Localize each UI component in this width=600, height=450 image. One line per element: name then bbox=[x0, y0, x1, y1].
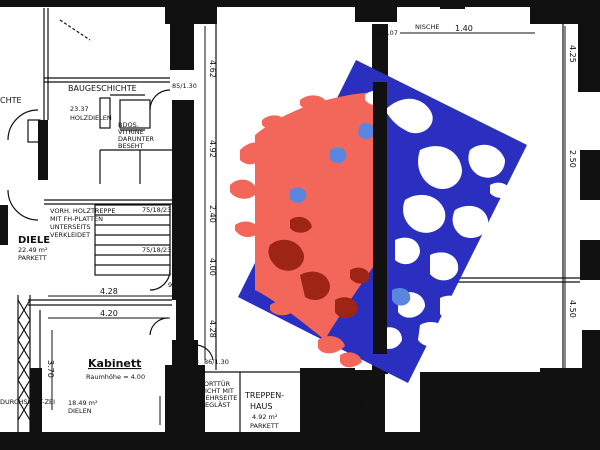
plan-dimension-lines bbox=[48, 26, 566, 425]
room-label-treppenhaus-1: TREPPEN- bbox=[244, 391, 284, 400]
room-label-baugeschichte: BAUGESCHICHTE bbox=[68, 84, 137, 93]
dim-462: 4.62 bbox=[208, 60, 217, 78]
note-stair-2: MIT FH-PLATTEN bbox=[50, 215, 103, 223]
plan-thin-lines bbox=[7, 8, 580, 432]
note-vitrine-3: DARUNTER bbox=[118, 135, 155, 143]
note-vitrine-2: VITRINE bbox=[118, 128, 144, 136]
ornament-blue-filigree bbox=[365, 90, 510, 349]
dim-428-vertical: 4.28 bbox=[208, 320, 217, 338]
room-area-treppenhaus: 4.92 m² bbox=[252, 413, 278, 421]
dim-492: 4.92 bbox=[208, 140, 217, 158]
dim-85-130: 85/1.30 bbox=[172, 82, 197, 90]
note-vitrine-1: BDOS. bbox=[118, 121, 139, 129]
note-stair-1: VORH. HOLZTREPPE bbox=[50, 207, 116, 215]
note-corner: DURCHSICHT-ZEI bbox=[0, 398, 55, 406]
dim-428-horizontal: 4.28 bbox=[100, 287, 118, 296]
dim-450: 4.50 bbox=[568, 300, 577, 318]
room-floor-kabinett: DIELEN bbox=[68, 407, 92, 415]
ornament-dark-red-accents bbox=[268, 216, 370, 319]
dim-0207: 83/2.07 bbox=[373, 29, 398, 37]
room-label-diele: DIELE bbox=[18, 235, 50, 246]
note-nische: NISCHE bbox=[415, 23, 439, 31]
dim-82-138: 82/1.38 bbox=[174, 358, 199, 366]
dim-100: 1.00 bbox=[356, 395, 365, 413]
dim-420: 4.20 bbox=[100, 309, 118, 318]
room-label-fragment: CHTE bbox=[0, 96, 22, 105]
note-stair-4: VERKLEIDET bbox=[50, 231, 90, 239]
dim-75-18-23-a: 75/18/23 bbox=[142, 206, 171, 214]
note-door-1: PORTTÜR bbox=[200, 379, 231, 388]
note-door-4: GEGLÄST bbox=[200, 400, 231, 409]
note-stair-3: UNTERSEITS bbox=[50, 223, 90, 231]
room-area-holzdielen: 23.37 bbox=[70, 105, 89, 113]
ornament-salmon-filigree bbox=[230, 92, 378, 368]
dim-130: 1.30 bbox=[316, 395, 325, 413]
room-floor-diele: PARKETT bbox=[18, 254, 47, 262]
note-door-3: MEHRSEITE bbox=[200, 394, 237, 402]
room-area-kabinett: 18.49 m² bbox=[68, 399, 98, 407]
room-floor-holzdielen: HOLZDIELEN bbox=[70, 114, 112, 122]
note-vitrine-4: BESEHT bbox=[118, 142, 144, 150]
dim-370: 3.70 bbox=[46, 360, 55, 378]
dim-94-136: 94/1.36 bbox=[168, 281, 193, 289]
dim-250: 2.50 bbox=[568, 150, 577, 168]
dim-140: 1.40 bbox=[455, 24, 473, 33]
dim-75-18-23-b: 75/18/23 bbox=[142, 246, 171, 254]
room-label-kabinett: Kabinett bbox=[88, 357, 141, 370]
room-floor-treppenhaus: PARKETT bbox=[250, 422, 279, 430]
room-height-kabinett: Raumhöhe ≈ 4.00 bbox=[86, 373, 145, 381]
dim-86-130: 86/1.30 bbox=[204, 358, 229, 366]
room-label-treppenhaus-2: HAUS bbox=[250, 402, 272, 411]
room-area-diele: 22.49 m² bbox=[18, 246, 48, 254]
dim-400: 4.00 bbox=[208, 258, 217, 276]
ornament-light-blue-accents bbox=[290, 123, 411, 306]
ornament-overlay bbox=[230, 60, 527, 383]
dim-150: 1.50 bbox=[164, 400, 173, 418]
central-pier bbox=[373, 82, 387, 354]
dim-425: 4.25 bbox=[568, 45, 577, 63]
dim-240: 2.40 bbox=[208, 205, 217, 223]
note-door-2: DICHT MIT bbox=[200, 387, 234, 395]
plan-labels: BAUGESCHICHTE CHTE 23.37 HOLZDIELEN BDOS… bbox=[0, 23, 577, 430]
